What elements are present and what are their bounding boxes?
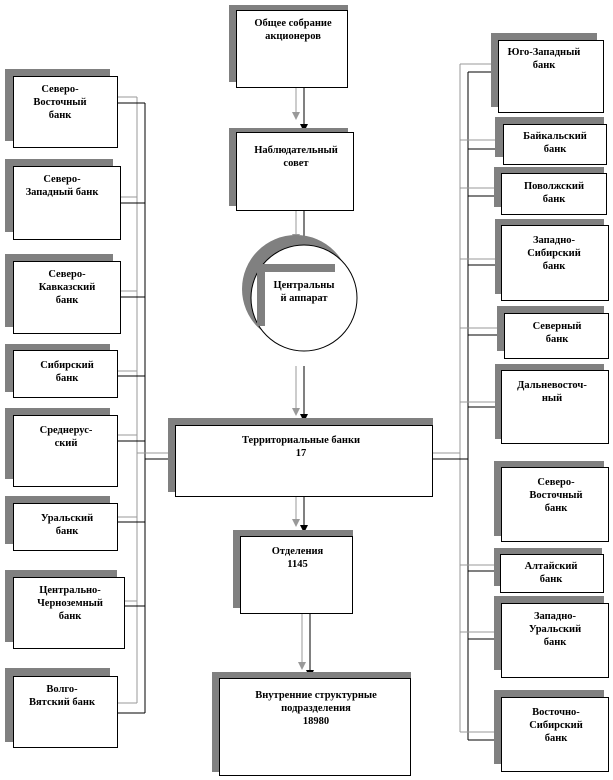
arrowhead-grey [292, 408, 300, 416]
right-bank-label: Западно- Уральский банк [528, 611, 582, 648]
territorial-label: Территориальные банки 17 [241, 435, 361, 459]
right-bank-box: Северо- Восточный банк [501, 467, 609, 542]
apparatus-label: Центральны й аппарат [273, 280, 335, 304]
right-bank-label: Западно- Сибирский банк [527, 235, 581, 272]
arrowhead-grey [298, 662, 306, 670]
left-bank-label: Северо- Западный банк [25, 174, 99, 198]
left-bank-label: Северо- Кавказский банк [38, 269, 96, 306]
left-bank-box: Волго- Вятский банк [13, 676, 118, 748]
left-bank-label: Сибирский банк [40, 360, 94, 384]
left-bank-label: Северо- Восточный банк [33, 84, 87, 121]
right-bank-label: Восточно- Сибирский банк [529, 707, 583, 744]
left-bank-label: Среднерус- ский [39, 425, 93, 449]
left-bank-box: Центрально- Черноземный банк [13, 577, 125, 649]
left-bank-label: Волго- Вятский банк [28, 684, 95, 708]
right-bank-label: Северный банк [532, 321, 582, 345]
right-bank-box: Западно- Сибирский банк [501, 225, 609, 301]
right-bank-box: Восточно- Сибирский банк [501, 697, 609, 772]
right-bank-box: Алтайский банк [500, 554, 604, 593]
left-bank-label: Уральский банк [40, 513, 94, 537]
right-bank-label: Алтайский банк [524, 561, 578, 585]
right-bank-label: Поволжский банк [524, 181, 584, 205]
assembly-label: Общее собрание акционеров [254, 18, 332, 42]
internal-box: Внутренние структурные подразделения 189… [219, 678, 411, 776]
left-bank-box: Среднерус- ский [13, 415, 118, 487]
left-bank-box: Северо- Восточный банк [13, 76, 118, 148]
left-bank-box: Уральский банк [13, 503, 118, 551]
territorial-box: Территориальные банки 17 [175, 425, 433, 497]
left-bank-label: Центрально- Черноземный банк [37, 585, 103, 622]
arrowhead-grey [292, 519, 300, 527]
internal-label: Внутренние структурные подразделения 189… [255, 690, 377, 727]
branches-box: Отделения 1145 [240, 536, 353, 614]
arrowhead-grey [292, 112, 300, 120]
board-box: Наблюдательный совет [236, 132, 354, 211]
right-bank-box: Дальневосточ- ный [501, 370, 609, 444]
apparatus-bracket [257, 264, 335, 326]
left-bank-box: Северо- Кавказский банк [13, 261, 121, 334]
right-bank-label: Дальневосточ- ный [517, 380, 587, 404]
right-bank-box: Северный банк [504, 313, 609, 359]
left-bank-box: Северо- Западный банк [13, 166, 121, 240]
right-bank-box: Юго-Западный банк [498, 40, 604, 113]
right-bank-label: Юго-Западный банк [507, 47, 581, 71]
right-bank-label: Байкальский банк [523, 131, 587, 155]
assembly-box: Общее собрание акционеров [236, 10, 348, 88]
right-bank-label: Северо- Восточный банк [529, 477, 583, 514]
left-bus [118, 96, 175, 714]
center-arrows [295, 85, 311, 677]
branches-label: Отделения 1145 [271, 546, 324, 570]
apparatus-circle [242, 235, 358, 352]
arrowhead [300, 525, 308, 533]
left-bank-box: Сибирский банк [13, 350, 118, 398]
board-label: Наблюдательный совет [254, 145, 338, 169]
right-bank-box: Западно- Уральский банк [501, 603, 609, 678]
right-bank-box: Поволжский банк [501, 173, 607, 215]
right-bank-box: Байкальский банк [503, 124, 607, 165]
